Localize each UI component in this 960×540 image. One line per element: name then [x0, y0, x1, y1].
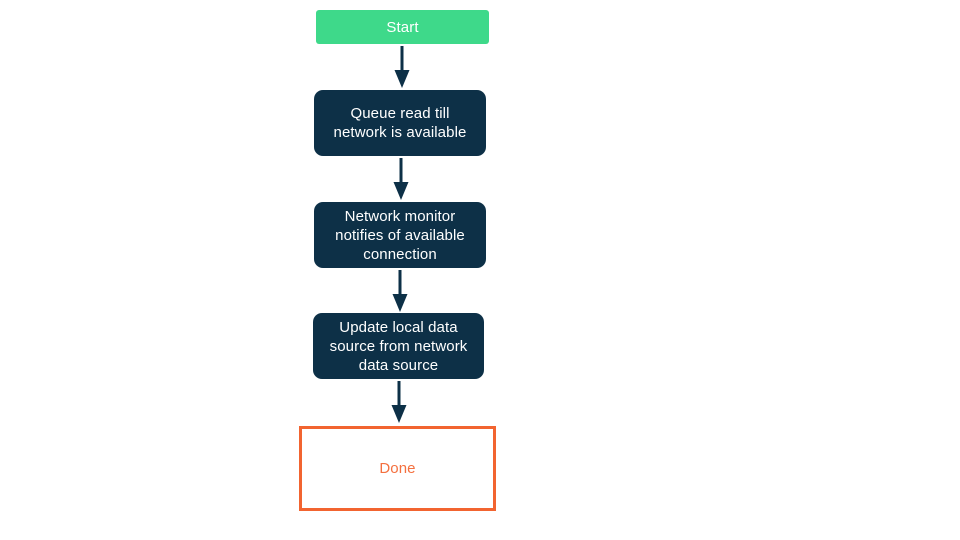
node-queue-read-label: Queue read till network is available [333, 105, 467, 141]
connector-update-to-done [390, 381, 408, 423]
node-start-label: Start [386, 18, 419, 36]
node-done-label: Done [379, 460, 416, 477]
node-update-local-label: Update local data source from network da… [329, 318, 468, 374]
connector-start-to-queue [393, 46, 411, 88]
connector-queue-to-monitor [392, 158, 410, 200]
node-queue-read[interactable]: Queue read till network is available [314, 90, 486, 156]
node-done[interactable]: Done [299, 426, 496, 511]
node-update-local[interactable]: Update local data source from network da… [313, 313, 484, 379]
node-network-monitor[interactable]: Network monitor notifies of available co… [314, 202, 486, 268]
connector-monitor-to-update [391, 270, 409, 312]
node-network-monitor-label: Network monitor notifies of available co… [335, 207, 465, 263]
node-start[interactable]: Start [316, 10, 489, 44]
